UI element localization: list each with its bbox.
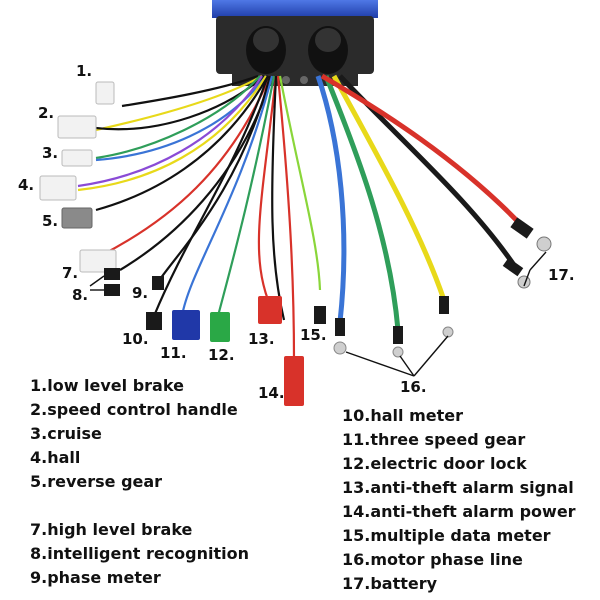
controller-body — [212, 0, 378, 86]
connector-3 — [61, 149, 93, 167]
callout-11: 11. — [160, 344, 187, 362]
callout-numbers: 1. 2. 3. 4. 5. 7. 8. 9. 10. 11. 12. 13. … — [18, 62, 575, 402]
legend-item-14: 14.anti-theft alarm power — [342, 502, 576, 521]
connector-1 — [95, 81, 115, 105]
legend-item-5: 5.reverse gear — [30, 472, 163, 491]
callout-1: 1. — [76, 62, 92, 80]
legend-item-4: 4.hall — [30, 448, 81, 467]
legend-item-9: 9.phase meter — [30, 568, 161, 587]
connector-5 — [61, 207, 93, 229]
legend-right: 10.hall meter 11.three speed gear 12.ele… — [342, 404, 576, 596]
legend-item-7: 7.high level brake — [30, 520, 193, 539]
legend-left-bottom: 7.high level brake 8.intelligent recogni… — [30, 518, 249, 590]
connectors — [39, 81, 326, 406]
legend-item-3: 3.cruise — [30, 424, 102, 443]
connector-14 — [284, 356, 304, 406]
connector-4 — [39, 175, 77, 201]
phase-and-battery-wires — [315, 73, 526, 331]
legend-item-13: 13.anti-theft alarm signal — [342, 478, 574, 497]
legend-left-top: 1.low level brake 2.speed control handle… — [30, 374, 238, 494]
phase-terminals — [333, 296, 454, 358]
legend-item-15: 15.multiple data meter — [342, 526, 551, 545]
connector-11 — [172, 310, 200, 340]
connector-10 — [146, 312, 162, 330]
connector-8a — [104, 268, 120, 280]
callout-7: 7. — [62, 264, 78, 282]
connector-2 — [57, 115, 97, 139]
legend-item-1: 1.low level brake — [30, 376, 184, 395]
callout-arrows — [89, 251, 547, 377]
connector-13 — [258, 296, 282, 324]
callout-14: 14. — [258, 384, 285, 402]
signal-wire-bundle — [77, 74, 322, 361]
legend-item-2: 2.speed control handle — [30, 400, 238, 419]
legend-item-10: 10.hall meter — [342, 406, 463, 425]
callout-2: 2. — [38, 104, 54, 122]
callout-4: 4. — [18, 176, 34, 194]
legend-item-16: 16.motor phase line — [342, 550, 523, 569]
callout-10: 10. — [122, 330, 149, 348]
legend-item-12: 12.electric door lock — [342, 454, 527, 473]
legend-item-8: 8.intelligent recognition — [30, 544, 250, 563]
callout-12: 12. — [208, 346, 235, 364]
callout-16: 16. — [400, 378, 427, 396]
connector-8b — [104, 284, 120, 296]
callout-5: 5. — [42, 212, 58, 230]
callout-8: 8. — [72, 286, 88, 304]
connector-9 — [152, 276, 164, 290]
callout-17: 17. — [548, 266, 575, 284]
connector-12 — [210, 312, 230, 342]
connector-7 — [79, 249, 117, 273]
legend-item-17: 17.battery — [342, 574, 438, 593]
connector-15 — [314, 306, 326, 324]
callout-9: 9. — [132, 284, 148, 302]
callout-3: 3. — [42, 144, 58, 162]
callout-15: 15. — [300, 326, 327, 344]
legend-item-11: 11.three speed gear — [342, 430, 526, 449]
callout-13: 13. — [248, 330, 275, 348]
